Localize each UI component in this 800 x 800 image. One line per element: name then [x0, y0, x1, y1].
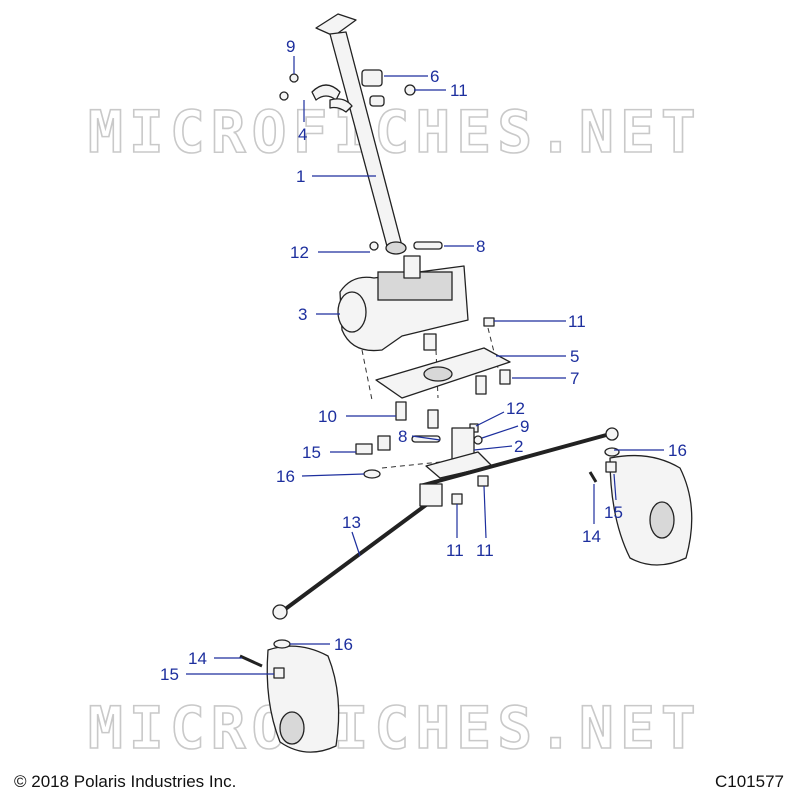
callout-8-top: 8: [476, 237, 485, 256]
column-top-flange: [315, 13, 357, 37]
callout-15-right: 15: [604, 503, 623, 522]
align-line-1: [361, 349, 373, 401]
align-line-4: [381, 461, 441, 469]
nut-11-top: [404, 84, 416, 96]
leader-lines: [186, 56, 664, 675]
bolt-9-mid: [473, 435, 483, 445]
callout-11-a: 11: [446, 541, 464, 560]
drawing-id: C101577: [714, 772, 784, 791]
knuckle-right-bore: [649, 501, 675, 539]
callout-2: 2: [514, 437, 523, 456]
tie-rod-inner-joint: [419, 483, 443, 507]
align-line-3: [435, 349, 439, 399]
gearbox-output: [423, 333, 437, 351]
washer-16-left: [363, 469, 381, 479]
knuckle-right: [609, 454, 693, 566]
nut-15-right: [605, 461, 617, 473]
clamp-upper-right: [361, 69, 383, 87]
column-clamps: [279, 69, 416, 113]
callout-14-left: 14: [188, 649, 207, 668]
align-line-2: [487, 327, 499, 369]
callout-10: 10: [318, 407, 337, 426]
clamp-nut-right: [369, 95, 385, 107]
nut-15-left: [355, 443, 373, 455]
callout-11-top: 11: [450, 81, 468, 100]
callout-7: 7: [570, 369, 579, 388]
nut-11-gear: [483, 317, 495, 327]
bolt-10c: [475, 375, 487, 395]
steering-gear-box: [337, 255, 495, 352]
callout-13: 13: [342, 513, 361, 532]
bolt-10: [395, 401, 407, 421]
bolt-9-top: [289, 73, 299, 83]
callout-16-right: 16: [668, 441, 687, 460]
callout-16-bottom: 16: [334, 635, 353, 654]
nut-15-bottom: [273, 667, 285, 679]
callout-1: 1: [296, 167, 305, 186]
tie-rod-right-end: [605, 427, 619, 441]
nut-11-b: [477, 475, 489, 487]
callout-4: 4: [298, 125, 307, 144]
pitman-arm: [425, 427, 493, 479]
callout-14-right: 14: [582, 527, 601, 546]
clamp-lower-left: [329, 98, 353, 113]
callout-15-bottom: 15: [160, 665, 179, 684]
bolt-clamp-left: [279, 91, 289, 101]
gearbox-end-cap: [337, 291, 367, 333]
nut-15-left-b: [377, 435, 391, 451]
tie-rod-right: [419, 432, 611, 488]
bolt-7: [499, 369, 511, 385]
steering-column: [315, 13, 407, 255]
callout-12-top: 12: [290, 243, 309, 262]
tie-rod-left: [282, 500, 432, 612]
cotter-pin-14-right: [588, 471, 598, 483]
knuckle-left-bore: [279, 711, 305, 745]
gearbox-input-shaft: [403, 255, 421, 279]
washer-16-right: [604, 447, 620, 457]
nut-12-top: [369, 241, 379, 251]
bolt-10b: [427, 409, 439, 429]
callout-12-mid: 12: [506, 399, 525, 418]
callout-16-left: 16: [276, 467, 295, 486]
callout-6: 6: [430, 67, 439, 86]
bolt-8-top: [413, 241, 443, 250]
callout-9-mid: 9: [520, 417, 529, 436]
cotter-pin-14-left: [239, 654, 263, 668]
mounting-plate-hole: [423, 366, 453, 382]
callout-11-b: 11: [476, 541, 494, 560]
column-u-joint: [385, 241, 407, 255]
callouts: 9 6 11 4 1 12 8 3 11 5 7 10 12 8 9 2 15 …: [160, 37, 687, 684]
callout-8-mid: 8: [398, 427, 407, 446]
washer-16-bottom: [273, 639, 291, 649]
watermark-bottom: MICROFICHES.NET: [88, 694, 702, 762]
tie-rod-left-end: [272, 604, 288, 620]
callout-11-gear: 11: [568, 312, 586, 331]
callout-5: 5: [570, 347, 579, 366]
callout-9-top: 9: [286, 37, 295, 56]
nut-11-a: [451, 493, 463, 505]
callout-15-left: 15: [302, 443, 321, 462]
copyright-text: © 2018 Polaris Industries Inc.: [14, 772, 237, 791]
callout-3: 3: [298, 305, 307, 324]
watermark-top: MICROFICHES.NET: [88, 98, 702, 166]
